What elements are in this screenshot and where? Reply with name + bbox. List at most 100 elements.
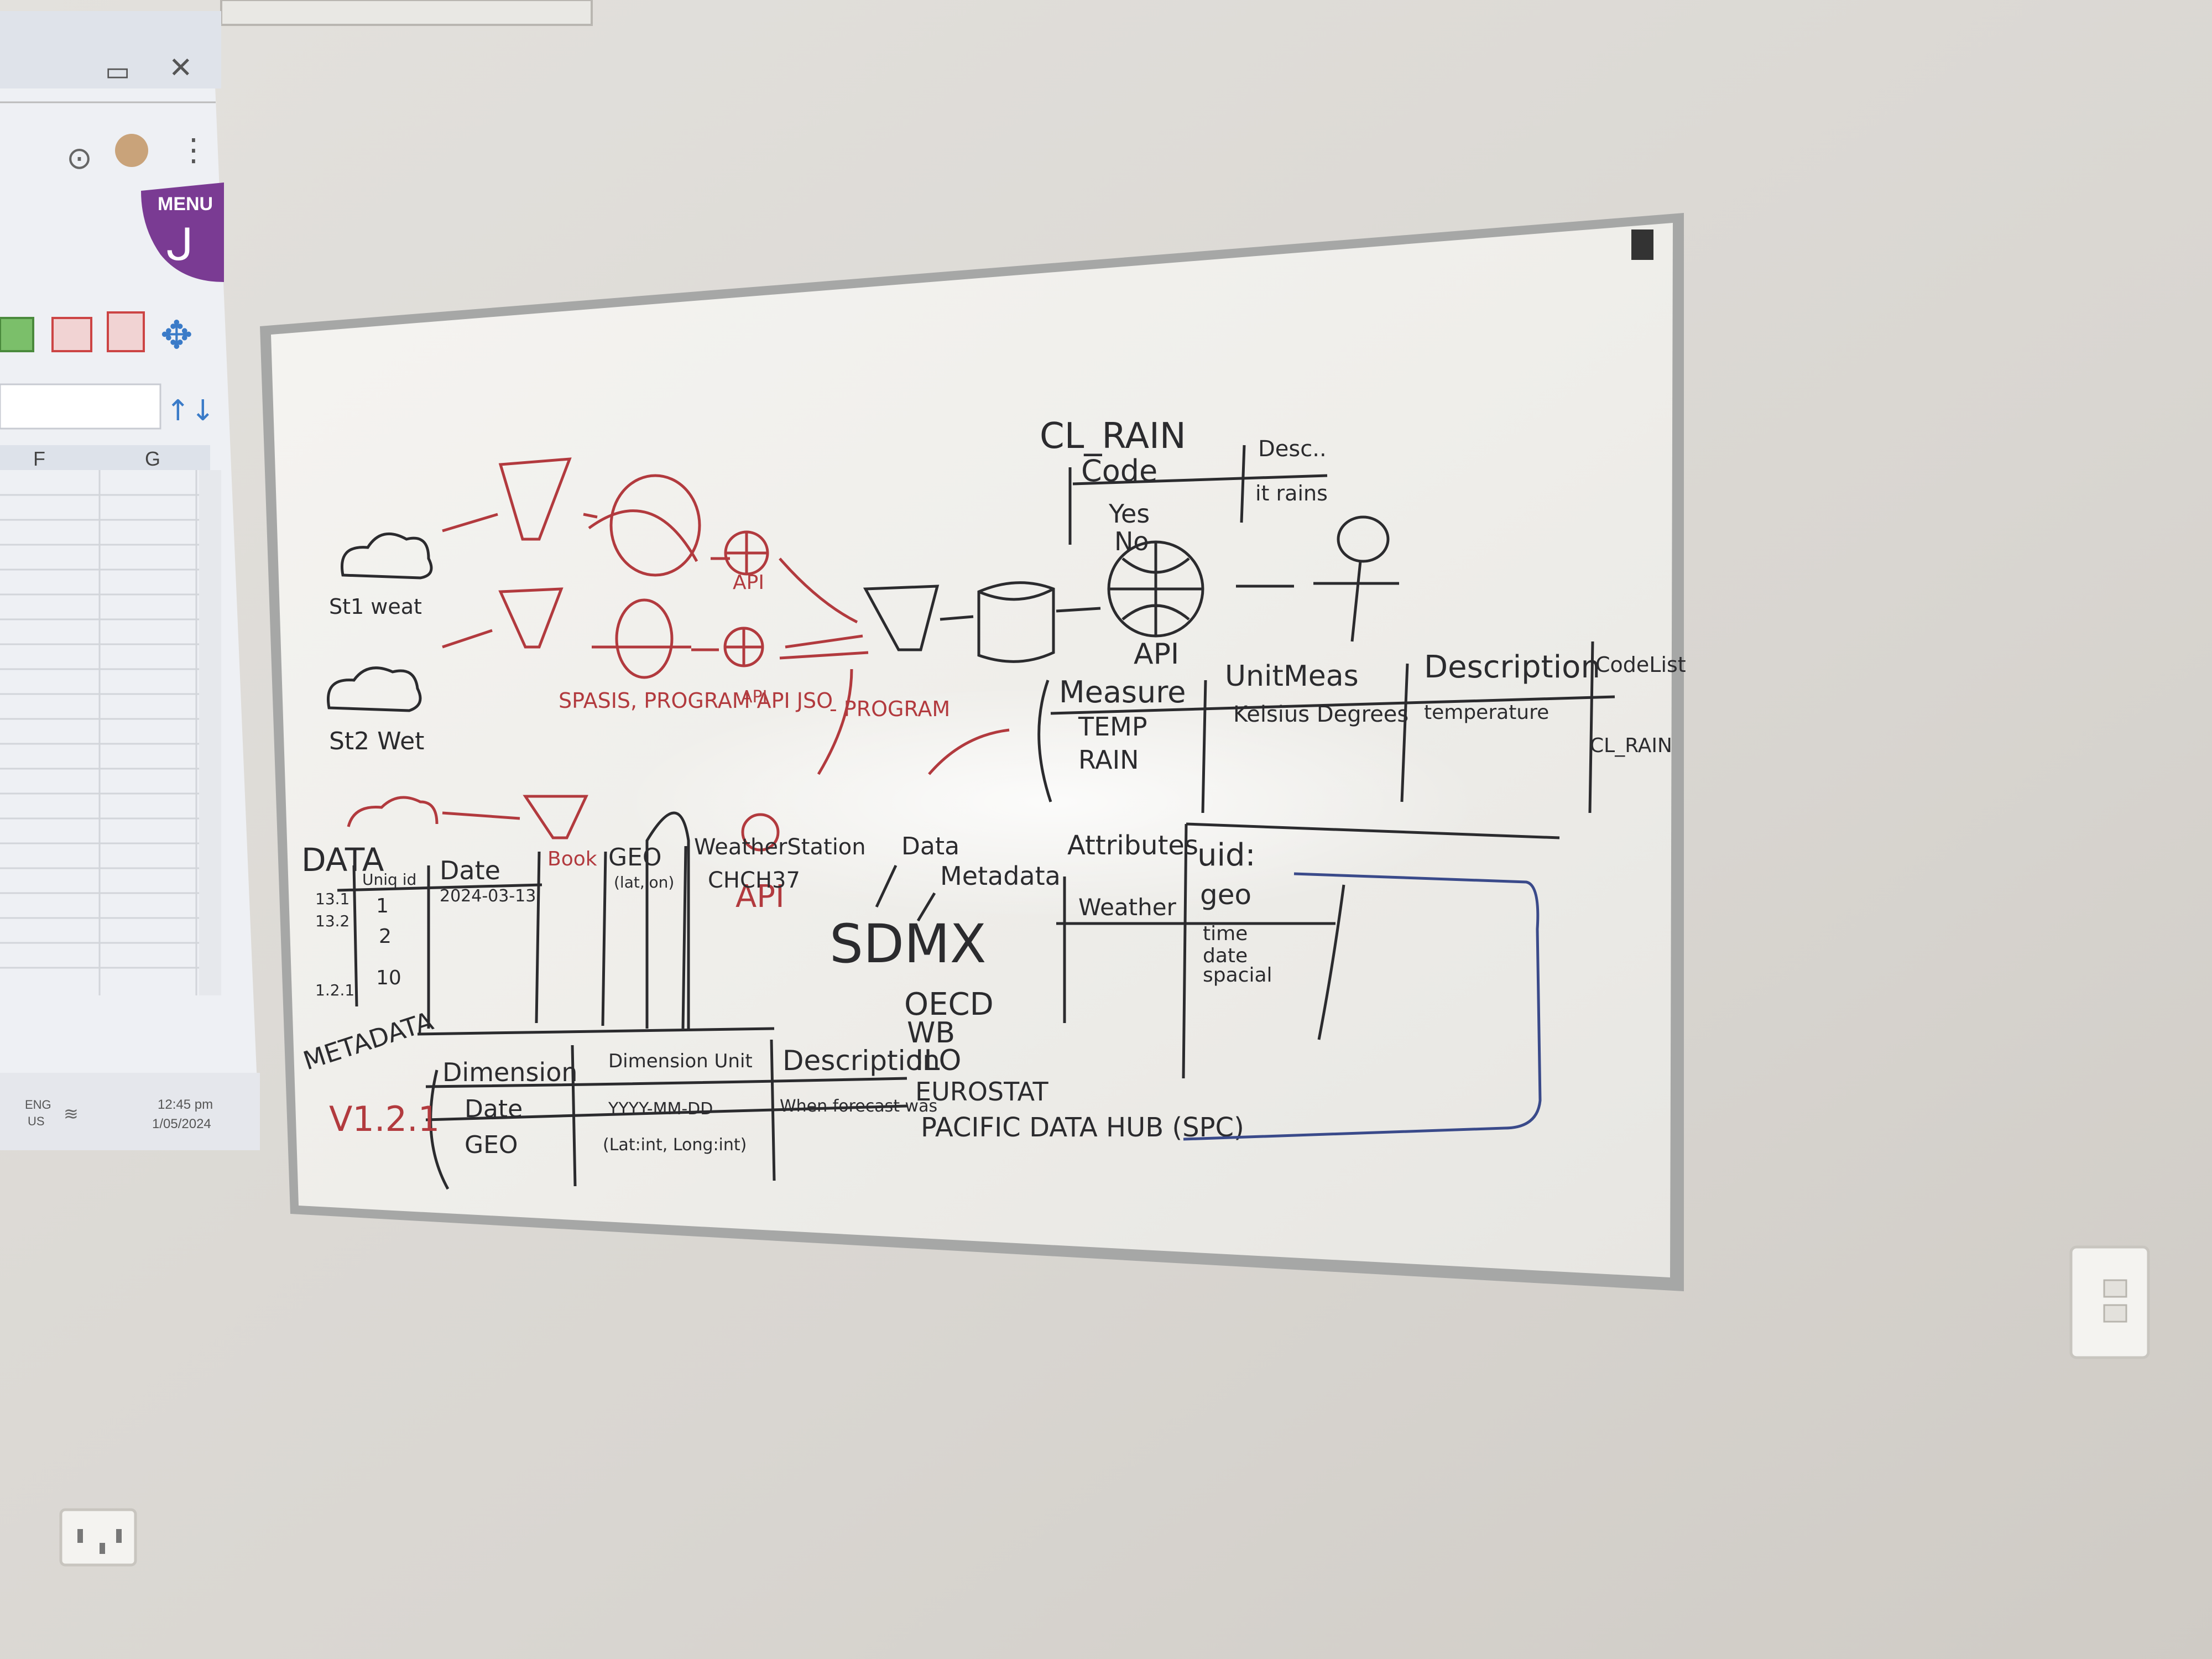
sdmx-org-2: WB (907, 1016, 955, 1050)
sdmx-org-1: OECD (904, 987, 994, 1022)
data-arrows (875, 864, 936, 922)
api-label-station: API (735, 879, 785, 915)
move-icon: ✥ (160, 312, 193, 358)
codelist-col-code: Code (1081, 453, 1157, 488)
codelist-title: CL_RAIN (1040, 416, 1186, 457)
attribute-item-spacial: spacial (1203, 964, 1272, 987)
program-label: - PROGRAM (830, 697, 950, 721)
data-header-book: Book (547, 848, 597, 870)
source-diagram (327, 457, 1399, 1029)
data-station-value: CHCH37 (708, 868, 800, 893)
source-label-1: St1 weat (329, 594, 422, 619)
codelist-desc-value: it rains (1255, 481, 1328, 505)
power-outlet (59, 1508, 137, 1567)
grid-icon-3 (107, 311, 145, 352)
measure-row1-unit: Kelsius Degrees (1233, 702, 1408, 727)
sdmx-label: SDMX (830, 913, 986, 975)
data-header-station: WeatherStation (694, 834, 866, 860)
attribute-table-lines (1056, 822, 1560, 1141)
taskbar-region: US (28, 1114, 45, 1128)
projected-screen: ▭ ✕ ⊙ ⋮ MENU ᒍ ✥ ↑ ↓ F G (0, 11, 260, 1150)
data-table-lines (337, 846, 687, 1029)
data-uniq-3: 10 (376, 967, 401, 989)
avatar (115, 134, 148, 167)
menu-badge (141, 182, 224, 282)
taskbar (0, 1073, 260, 1150)
window-close-icon: ✕ (169, 51, 193, 85)
column-header-bar (0, 445, 210, 470)
metadata-header-description: Description (782, 1045, 940, 1077)
metadata-table-lines (417, 1027, 907, 1190)
dolphin-icon: ᒍ (166, 219, 194, 270)
data-left-number-1: 13.1 (315, 890, 349, 908)
funnel-2 (498, 587, 564, 649)
measure-row1-measure: TEMP (1078, 712, 1147, 742)
api-label-1: API (733, 571, 764, 594)
person-head (1337, 515, 1390, 563)
metadata-header-unit: Dimension Unit (608, 1050, 753, 1072)
source-label-2: St2 Wet (329, 727, 424, 755)
cloud-1 (341, 532, 433, 580)
sheet-grid (0, 470, 205, 995)
metadata-row1-desc: When forecast was (780, 1097, 937, 1116)
wifi-icon: ≋ (64, 1103, 79, 1124)
data-uniq-1: 1 (376, 895, 389, 917)
api-label-2: API (741, 687, 767, 707)
data-date-value: 2024-03-13 (440, 886, 536, 906)
column-header-g: G (145, 447, 160, 470)
red-note: SPASIS, PROGRAM API JSO (559, 688, 833, 713)
column-header-f: F (33, 447, 45, 470)
sdmx-org-4: EUROSTAT (915, 1077, 1049, 1107)
attribute-item-geo: geo (1200, 879, 1251, 911)
measure-header-codelist: CodeList (1595, 653, 1686, 677)
metadata-row2-unit: (Lat:int, Long:int) (603, 1135, 747, 1155)
data-header-date: Date (440, 855, 500, 885)
cylinder (977, 581, 1055, 663)
measure-header-description: Description (1424, 649, 1600, 685)
board-clip (1631, 229, 1653, 260)
sync-icon: ⊙ (66, 140, 92, 176)
cloud-2 (327, 666, 422, 712)
measure-row2-measure: RAIN (1078, 745, 1139, 775)
globe-icon-3 (741, 813, 780, 852)
loop-1 (609, 474, 701, 577)
metadata-row1-unit: YYYY-MM-DD (608, 1099, 713, 1119)
metadata-row1-dim: Date (465, 1095, 523, 1123)
sdmx-org-3: ILO (915, 1044, 961, 1077)
codelist-row-yes: Yes (1108, 499, 1150, 529)
arch (645, 811, 690, 1029)
attribute-item-time: time (1203, 922, 1248, 945)
measure-row2-codelist: CL_RAIN (1590, 734, 1672, 757)
grid-icon-2 (51, 317, 92, 352)
loop-2 (615, 598, 674, 679)
arrow-up-icon: ↑ (166, 394, 190, 427)
taskbar-language: ENG (25, 1098, 51, 1112)
api-label-big: API (1134, 638, 1179, 671)
codelist-section (1068, 445, 1328, 545)
data-header-geo: GEO (608, 843, 662, 872)
data-table-title: DATA (301, 841, 384, 879)
data-arrow-label: Data (901, 832, 959, 860)
attribute-header: Attributes (1067, 830, 1198, 861)
funnel-3 (523, 795, 588, 839)
data-uniq-2: 2 (379, 925, 392, 948)
attribute-row-label: Weather (1078, 894, 1177, 921)
taskbar-time: 12:45 pm (158, 1097, 213, 1112)
measure-header-unit: UnitMeas (1225, 660, 1359, 693)
scrollbar (199, 470, 221, 995)
attribute-item-date: date (1203, 945, 1248, 967)
measure-header-measure: Measure (1059, 675, 1186, 709)
arrow-down-icon: ↓ (191, 394, 215, 427)
data-header-uniq: Uniq id (362, 870, 416, 889)
data-left-number-2: 13.2 (315, 912, 349, 930)
metadata-header-dimension: Dimension (442, 1057, 578, 1087)
data-geo-value: (lat,lon) (614, 873, 674, 891)
taskbar-date: 1/05/2024 (152, 1117, 211, 1131)
codelist-row-no: No (1114, 526, 1149, 556)
window-restore-icon: ▭ (105, 56, 130, 87)
menu-label: MENU (158, 194, 213, 215)
measure-row1-desc: temperature (1424, 701, 1549, 724)
more-menu-icon: ⋮ (178, 132, 209, 168)
grid-icon-1 (0, 317, 34, 352)
